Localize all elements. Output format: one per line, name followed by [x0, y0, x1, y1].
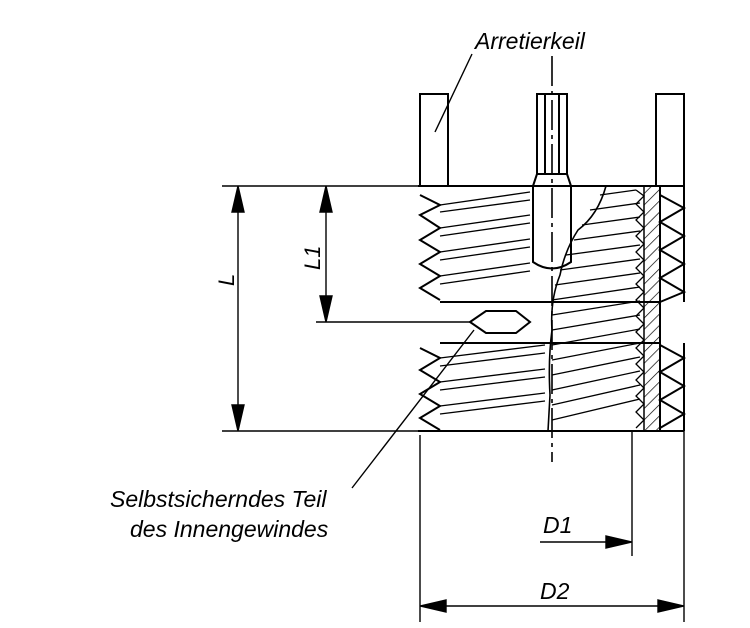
label-d1: D1	[543, 512, 573, 538]
thread-flanks-left	[439, 191, 546, 415]
external-thread-right	[658, 194, 687, 429]
self-locking-element	[468, 310, 532, 334]
label-arretierkeil: Arretierkeil	[475, 28, 585, 54]
locking-key-right	[655, 93, 685, 187]
dimension-d2	[419, 431, 685, 622]
label-self-locking-line1: Selbstsicherndes Teil	[110, 486, 327, 512]
external-thread-left	[417, 194, 443, 431]
label-l: L	[214, 273, 239, 286]
locking-key-left	[419, 93, 449, 187]
dimension-l	[222, 185, 418, 432]
label-self-locking-line2: des Innengewindes	[130, 516, 329, 542]
section-break-line	[547, 185, 607, 432]
label-d2: D2	[540, 578, 570, 604]
internal-thread	[551, 189, 645, 429]
dimension-l1	[316, 185, 470, 323]
hatched-wall-section	[643, 185, 661, 432]
leader-lines	[351, 53, 475, 489]
label-l1: L1	[300, 245, 325, 270]
dimension-d1	[540, 431, 633, 556]
